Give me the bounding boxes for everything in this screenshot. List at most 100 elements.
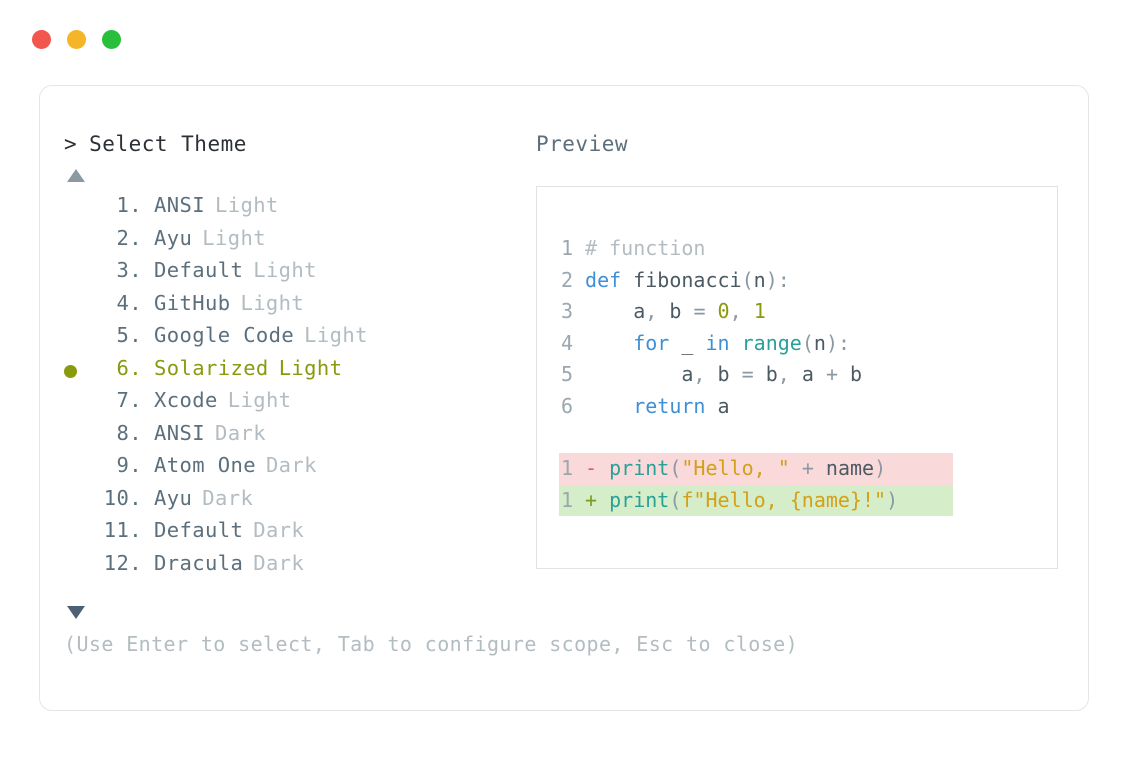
theme-item-name: Ayu: [154, 225, 193, 250]
triangle-down-icon: [67, 605, 85, 619]
gutter-space: [573, 394, 585, 418]
line-number: 2: [560, 267, 573, 292]
theme-list-item[interactable]: 12. Dracula Dark: [64, 551, 534, 584]
theme-item-index: 6.: [116, 355, 142, 380]
code-token: [706, 299, 718, 323]
code-token: [814, 362, 826, 386]
code-token: [693, 331, 705, 355]
theme-item-name: Default: [154, 518, 244, 542]
minimize-dot[interactable]: [67, 30, 86, 49]
theme-item-index: 11.: [103, 518, 142, 542]
code-token: ): [825, 330, 838, 355]
selection-bullet-cell: [64, 291, 90, 324]
code-token: (: [741, 267, 754, 292]
code-token: in: [705, 330, 730, 355]
theme-item-index: 12.: [103, 550, 142, 575]
gutter-space: [573, 331, 585, 355]
code-token: [681, 299, 693, 323]
selection-bullet-cell: [64, 421, 90, 454]
code-token: ,: [729, 299, 742, 323]
theme-item-index: 2.: [116, 225, 142, 250]
theme-item-variant: Light: [202, 225, 266, 250]
code-token: name: [825, 456, 875, 480]
code-token: +: [801, 456, 814, 480]
code-token: n: [753, 267, 766, 292]
code-token: 0: [717, 299, 730, 323]
code-token: print: [609, 456, 670, 480]
code-token: _: [681, 330, 694, 355]
diff-marker: -: [573, 456, 610, 480]
theme-item-index: 5.: [116, 323, 142, 347]
code-token: [754, 362, 766, 386]
prompt-caret-icon: >: [64, 132, 78, 156]
scroll-down-indicator[interactable]: [64, 599, 534, 625]
code-token: [705, 394, 717, 418]
code-token: =: [741, 362, 754, 386]
theme-item-name: Google Code: [154, 323, 295, 347]
line-number: 3: [560, 299, 573, 323]
code-token: ): [765, 267, 778, 292]
code-line: 6 return a: [559, 391, 1057, 423]
theme-item-name: ANSI: [154, 193, 205, 217]
code-token: b: [850, 362, 863, 386]
code-token: 1: [753, 299, 766, 323]
code-token: =: [693, 299, 706, 323]
theme-item-variant: Dark: [253, 518, 305, 542]
code-token: ): [886, 487, 899, 512]
theme-list-item[interactable]: 5. Google Code Light: [64, 323, 534, 356]
close-dot[interactable]: [32, 30, 51, 49]
code-token: [585, 362, 681, 386]
code-line: 1 # function: [559, 233, 1057, 265]
selection-bullet-cell: [64, 356, 90, 389]
maximize-dot[interactable]: [102, 30, 121, 49]
page-title-label: Select Theme: [89, 132, 247, 156]
theme-item-variant: Dark: [214, 420, 266, 445]
theme-item-name: Dracula: [154, 550, 244, 575]
scroll-up-indicator[interactable]: [64, 162, 534, 188]
line-number: 1: [560, 487, 573, 512]
code-token: (: [669, 487, 682, 512]
code-token: "Hello, ": [681, 456, 790, 480]
code-token: ,: [777, 362, 790, 386]
code-token: fibonacci: [633, 267, 742, 292]
theme-item-index: 8.: [116, 420, 142, 445]
code-line: 4 for _ in range(n):: [559, 328, 1057, 360]
line-number: 6: [560, 393, 573, 418]
diff-line: 1 - print("Hello, " + name): [559, 453, 953, 485]
theme-list-item[interactable]: 2. Ayu Light: [64, 226, 534, 259]
diff-marker: +: [573, 487, 610, 512]
code-token: [585, 394, 633, 418]
code-token: a: [633, 299, 646, 323]
diff-preview: 1 - print("Hello, " + name)1 + print(f"H…: [559, 453, 1057, 516]
code-token: f"Hello, {name}!": [681, 487, 887, 512]
preview-label: Preview: [536, 132, 629, 156]
theme-item-variant: Light: [240, 290, 305, 315]
theme-item-name: Solarized: [154, 355, 269, 380]
code-token: return: [633, 393, 706, 418]
code-token: (: [669, 456, 682, 480]
code-token: :: [777, 267, 790, 292]
theme-item-variant: Dark: [253, 550, 305, 575]
code-token: [657, 299, 669, 323]
theme-item-name: Ayu: [154, 485, 193, 510]
line-number: 1: [560, 236, 573, 260]
code-token: def: [585, 267, 622, 292]
code-line: 2 def fibonacci(n):: [559, 265, 1057, 297]
line-number: 4: [560, 330, 573, 355]
code-token: print: [609, 487, 670, 512]
theme-list-item[interactable]: 11. Default Dark: [64, 518, 534, 551]
theme-item-variant: Light: [304, 323, 368, 347]
theme-item-index: 9.: [116, 453, 142, 477]
